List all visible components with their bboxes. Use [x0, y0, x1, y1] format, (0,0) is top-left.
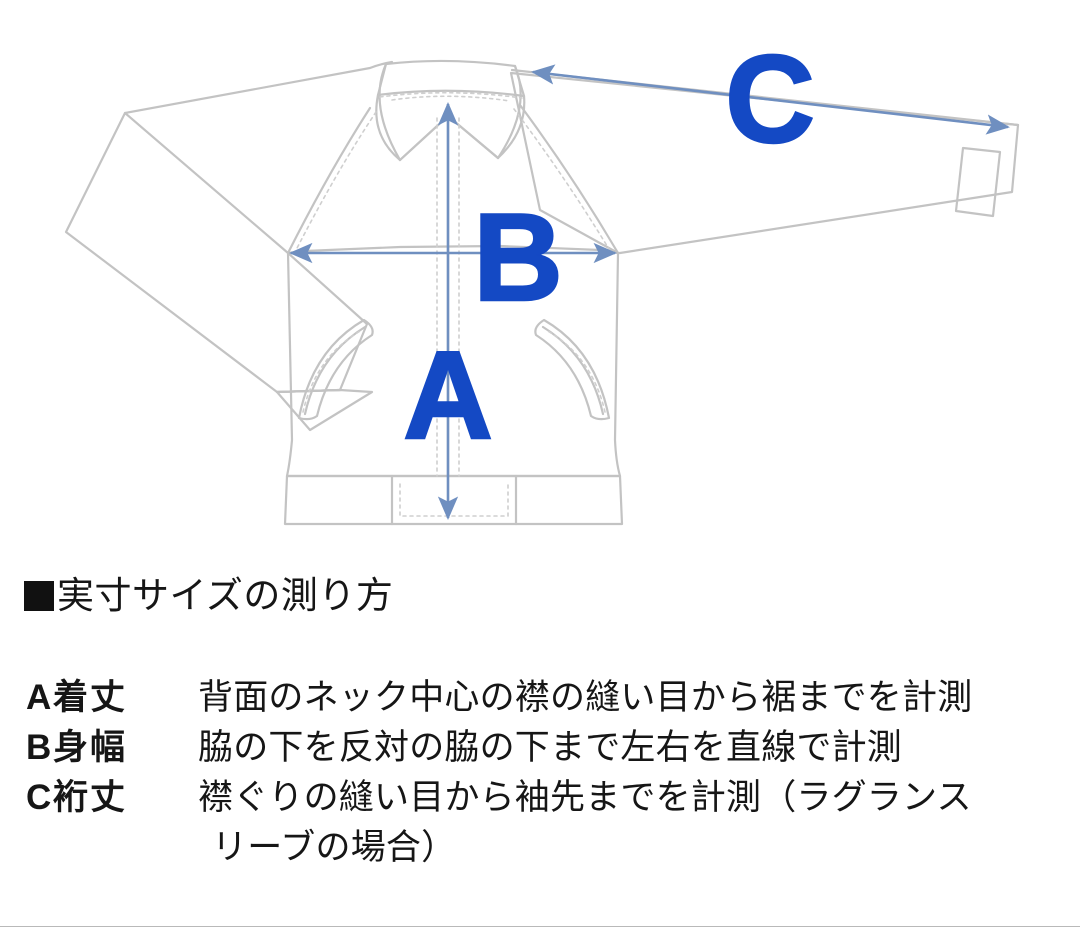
row-desc-a: 背面のネック中心の襟の縫い目から裾までを計測 [198, 673, 1066, 723]
row-letter-a: A [26, 678, 52, 717]
measurement-arrows [289, 64, 1010, 520]
row-desc-c-line2: リーブの場合） [212, 828, 457, 867]
table-row: A着丈 背面のネック中心の襟の縫い目から裾までを計測 [26, 673, 1066, 723]
row-name-a: 着丈 [53, 678, 128, 717]
pocket-right-outer [534, 318, 611, 421]
marker-label-c: C [725, 31, 815, 169]
table-row: C裄丈 襟ぐりの縫い目から袖先までを計測（ラグランス リーブの場合） [26, 773, 1066, 873]
raglan-seam-left [286, 106, 372, 255]
left-sleeve-cuff-seam [275, 388, 342, 394]
neck-stitch [391, 95, 511, 102]
table-row: B身幅 脇の下を反対の脇の下まで左右を直線で計測 [26, 723, 1066, 773]
raglan-stitch-left [293, 111, 377, 255]
row-name-c: 裄丈 [53, 778, 128, 817]
pocket-right [541, 325, 605, 416]
neck-hole [378, 62, 402, 162]
row-name-b: 身幅 [53, 728, 128, 767]
garment-diagram-svg: B A C [64, 29, 1020, 526]
row-letter-b: B [26, 728, 52, 767]
marker-label-a: A [403, 327, 493, 465]
row-key-b: B身幅 [26, 723, 198, 773]
pocket-left [303, 325, 367, 416]
arrow-c-line [531, 64, 1010, 135]
neck-hole-right [496, 64, 522, 160]
row-key-a: A着丈 [26, 673, 198, 723]
bottom-divider [0, 926, 1080, 927]
collar-stitch [379, 91, 523, 99]
pocket-left-outer [297, 318, 374, 421]
row-desc-a-line1: 背面のネック中心の襟の縫い目から裾までを計測 [198, 678, 973, 717]
heading-text: 実寸サイズの測り方 [57, 575, 394, 616]
hem-band [283, 474, 624, 526]
row-desc-c-line1: 襟ぐりの縫い目から袖先までを計測（ラグランス [198, 778, 972, 817]
raglan-stitch-right [513, 108, 613, 255]
pocket-right-stitch [545, 329, 606, 413]
row-desc-c: 襟ぐりの縫い目から袖先までを計測（ラグランス リーブの場合） [198, 773, 1066, 873]
measurement-table: A着丈 背面のネック中心の襟の縫い目から裾までを計測 B身幅 脇の下を反対の脇の… [26, 673, 1066, 873]
heading-bullet-icon [24, 581, 54, 611]
topstitching [293, 91, 613, 517]
section-heading: 実寸サイズの測り方 [24, 575, 393, 618]
row-desc-b: 脇の下を反対の脇の下まで左右を直線で計測 [198, 723, 1066, 773]
garment-diagram: B A C [64, 29, 1020, 526]
row-letter-c: C [26, 778, 52, 817]
marker-label-b: B [473, 189, 563, 327]
measurement-instructions: 実寸サイズの測り方 A着丈 背面のネック中心の襟の縫い目から裾までを計測 B身幅 [0, 545, 1080, 927]
pocket-left-stitch [302, 329, 363, 413]
row-key-c: C裄丈 [26, 773, 198, 873]
right-sleeve-cuff [954, 146, 1002, 218]
shoulder-line-left [123, 60, 394, 115]
row-desc-b-line1: 脇の下を反対の脇の下まで左右を直線で計測 [198, 728, 903, 767]
